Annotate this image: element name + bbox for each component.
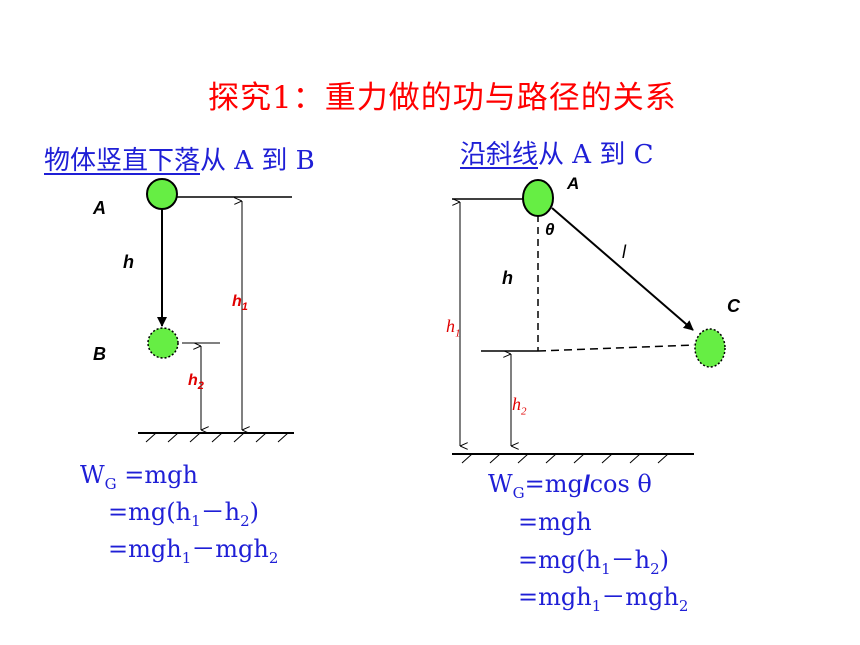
right-heading: 沿斜线从 A 到 C — [460, 134, 653, 171]
right-equation-4: =mgh1－mgh2 — [518, 583, 689, 615]
ball-a-left — [146, 178, 178, 210]
ball-c-right — [694, 328, 726, 368]
left-heading-rest: 从 A 到 B — [200, 146, 315, 176]
left-equation-2: =mg(h1－h2) — [108, 498, 259, 530]
left-equation-3: =mgh1－mgh2 — [108, 535, 279, 567]
left-heading-underlined: 物体竖直下落 — [44, 146, 201, 176]
right-label-l: l — [622, 242, 626, 262]
right-label-h2: h2 — [512, 394, 527, 418]
left-equation-1: WG =mgh — [80, 461, 198, 493]
left-label-a: A — [93, 198, 106, 218]
right-heading-underlined: 沿斜线 — [460, 140, 539, 170]
left-label-h: h — [123, 252, 134, 272]
left-heading: 物体竖直下落从 A 到 B — [44, 140, 315, 177]
right-slope-arrow — [551, 207, 694, 331]
right-equation-3: =mg(h1－h2) — [518, 546, 669, 578]
left-label-b: B — [93, 344, 106, 364]
left-diagram — [138, 178, 294, 443]
right-label-h: h — [502, 268, 513, 288]
right-label-c: C — [727, 296, 740, 316]
right-equation-2: =mgh — [518, 508, 592, 536]
page-title: 探究1：重力做的功与路径的关系 — [208, 80, 677, 116]
ball-a-right — [522, 179, 554, 217]
right-label-a: A — [567, 174, 580, 193]
right-horizontal-dashed-line — [537, 344, 695, 352]
left-label-h2: h2 — [188, 372, 204, 393]
right-heading-rest: 从 A 到 C — [538, 140, 654, 170]
left-ground — [138, 432, 294, 443]
right-equation-1: WG=mglcos θ — [488, 470, 652, 502]
left-label-h1: h1 — [232, 293, 248, 314]
right-diagram — [452, 179, 726, 464]
ball-b-left — [147, 327, 179, 359]
right-label-h1: h1 — [446, 316, 461, 340]
right-label-theta: θ — [545, 220, 555, 239]
right-ground — [452, 453, 694, 464]
